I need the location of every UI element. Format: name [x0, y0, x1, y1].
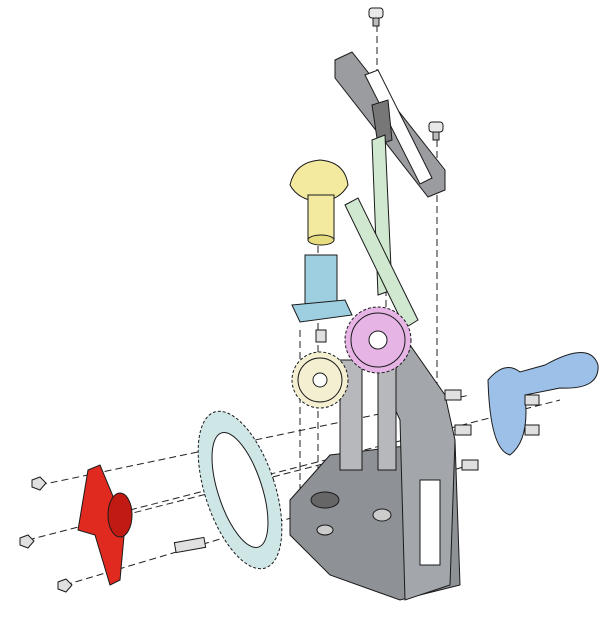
large-pink-gear	[344, 306, 412, 374]
bolt	[173, 536, 207, 554]
base-frame	[289, 344, 461, 601]
screw	[428, 121, 444, 141]
top-plate	[334, 51, 446, 198]
nut	[31, 476, 47, 491]
knob	[289, 159, 349, 246]
red-hub	[77, 464, 133, 586]
bolt	[454, 424, 472, 436]
bolt	[524, 424, 540, 436]
screw	[368, 7, 384, 27]
bolt	[444, 389, 462, 401]
screw	[315, 329, 327, 343]
bolt	[461, 459, 479, 471]
lever-arm	[344, 134, 419, 329]
bolt	[524, 394, 540, 406]
nut	[57, 578, 73, 593]
handle	[487, 352, 599, 456]
bracket	[291, 254, 353, 323]
ring-gear	[197, 410, 283, 570]
small-gear	[291, 351, 349, 409]
fasteners	[19, 329, 540, 593]
nut	[19, 534, 35, 549]
